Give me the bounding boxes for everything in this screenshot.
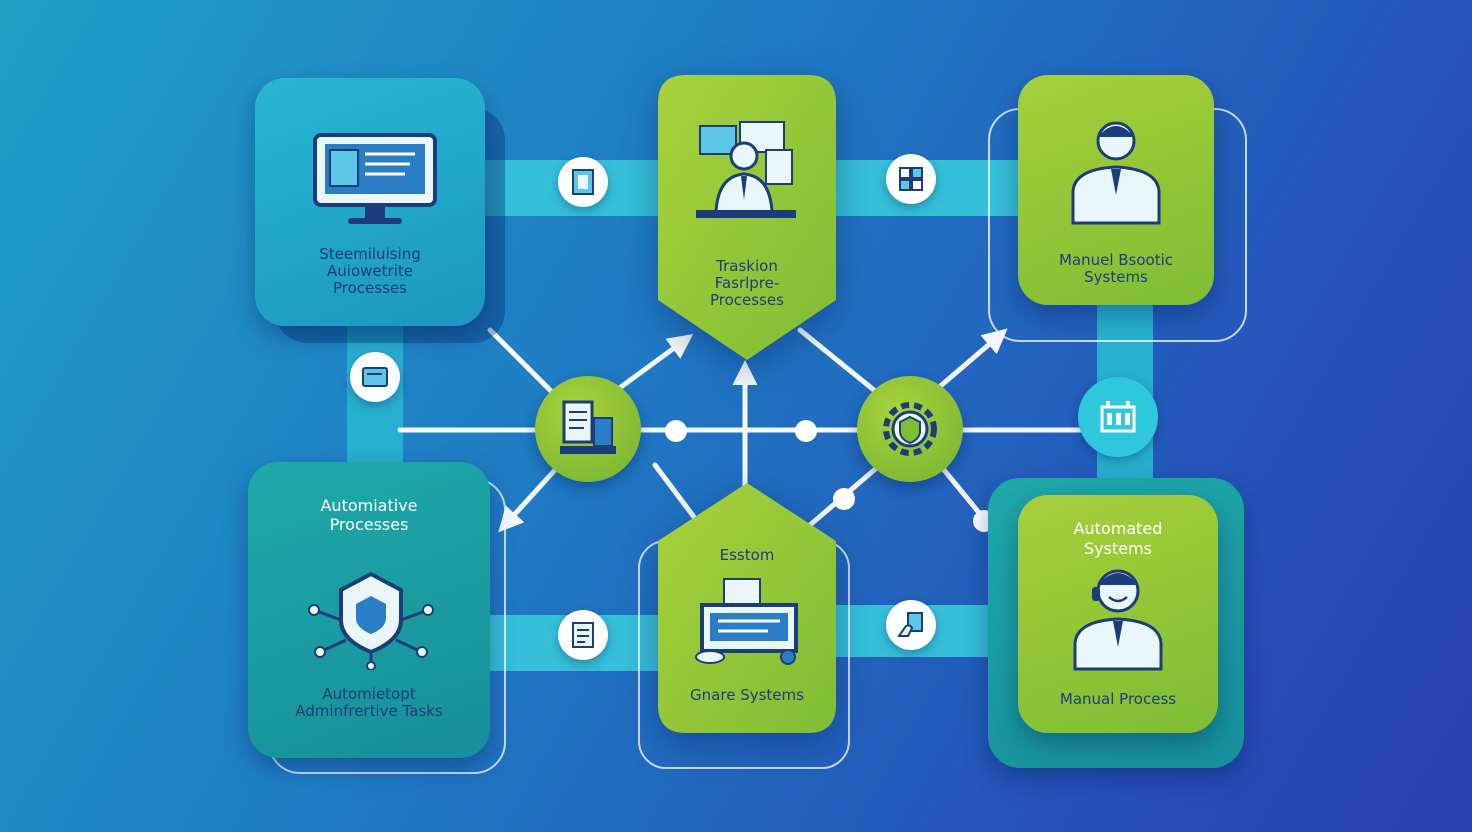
card-title: Automated Systems bbox=[1073, 519, 1163, 558]
hand-card-icon bbox=[897, 612, 923, 637]
card-label: Traskion Fasrlpre- Processes bbox=[710, 257, 784, 309]
window-grid-icon bbox=[899, 167, 923, 191]
connector-badge-top-left[interactable] bbox=[558, 157, 608, 207]
support-agent-icon bbox=[1073, 569, 1163, 671]
junction-dot bbox=[833, 488, 855, 510]
card-top-right[interactable]: Manuel Bsootic Systems bbox=[1018, 75, 1214, 305]
connector-badge-top-right[interactable] bbox=[886, 154, 936, 204]
gear-shield-icon bbox=[883, 402, 937, 456]
card-label: Steemiluising Auiowetrite Processes bbox=[319, 245, 421, 297]
file-icon bbox=[572, 622, 594, 648]
card-label: Automietopt Adminfrertive Tasks bbox=[295, 685, 443, 720]
junction-dot bbox=[795, 420, 817, 442]
card-top-left[interactable]: Steemiluising Auiowetrite Processes bbox=[255, 78, 485, 326]
junction-dot bbox=[665, 420, 687, 442]
computer-monitor-icon bbox=[313, 133, 437, 224]
document-workstation-icon bbox=[695, 578, 798, 665]
card-top-center[interactable]: Traskion Fasrlpre- Processes bbox=[658, 75, 836, 360]
connector-badge-left[interactable] bbox=[350, 352, 400, 402]
connector-badge-bottom-right[interactable] bbox=[886, 600, 936, 650]
businessman-icon bbox=[1071, 121, 1161, 225]
building-icon bbox=[1100, 401, 1136, 433]
card-bottom-left[interactable]: Automiative Processes Automietopt Adminf… bbox=[248, 462, 490, 758]
connector-badge-right[interactable] bbox=[1078, 377, 1158, 457]
document-icon bbox=[572, 169, 594, 195]
card-bottom-center[interactable]: Esstom Gnare Systems bbox=[658, 483, 836, 733]
card-label: Manual Process bbox=[1059, 690, 1177, 708]
document-stack-icon bbox=[560, 400, 616, 454]
connector-badge-bottom-left[interactable] bbox=[558, 610, 608, 660]
card-title: Esstom bbox=[719, 546, 775, 564]
shield-network-icon bbox=[308, 571, 434, 670]
operator-with-documents-icon bbox=[696, 121, 796, 218]
card-label: Gnare Systems bbox=[690, 686, 804, 704]
card-title: Automiative Processes bbox=[320, 496, 418, 534]
hub-right[interactable] bbox=[857, 376, 963, 482]
card-label: Manuel Bsootic Systems bbox=[1058, 251, 1174, 286]
card-icon bbox=[362, 367, 388, 387]
hub-left[interactable] bbox=[535, 376, 641, 482]
card-bottom-right[interactable]: Automated Systems Manual Process bbox=[1018, 495, 1218, 733]
